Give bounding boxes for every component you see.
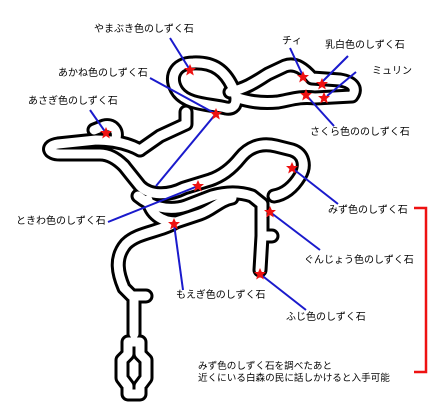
star-icon[interactable] [300, 89, 312, 101]
pointer-nyuhaku [321, 55, 349, 83]
label-nyuhaku: 乳白色のしずく石 [325, 40, 405, 51]
pointer-yamabuki [169, 37, 191, 71]
star-icon[interactable] [184, 64, 196, 76]
note-text: みず色のしずく石を調べたあと 近くにいる白森の民に話しかけると入手可能 [198, 361, 390, 385]
star-icon[interactable] [318, 92, 330, 104]
pointer-asagi [89, 109, 107, 134]
label-akane: あかね色のしずく石 [58, 68, 148, 79]
star-icon[interactable] [316, 78, 328, 90]
pointer-mizu [291, 167, 339, 205]
pointer-fuji [259, 273, 307, 311]
corridor-walls [42, 55, 362, 402]
pointer-tokiwa [107, 185, 199, 223]
pointer-sakura [305, 94, 335, 127]
label-chii: チィ [282, 36, 302, 47]
note-bracket [414, 206, 428, 374]
note-line-2: 近くにいる白森の民に話しかけると入手可能 [198, 373, 390, 384]
pointer-lines [89, 37, 357, 311]
pointer-gunjou [269, 211, 321, 251]
star-icon[interactable] [100, 127, 112, 139]
star-icon[interactable] [210, 108, 222, 120]
pointer-akane [149, 77, 217, 115]
star-icon[interactable] [254, 268, 266, 280]
label-moegi: もえぎ色のしずく石 [176, 290, 266, 301]
label-fuji: ふじ色のしずく石 [286, 312, 366, 323]
note-line-1: みず色のしずく石を調べたあと [198, 361, 333, 372]
star-icon[interactable] [192, 180, 204, 192]
star-icon[interactable] [168, 218, 180, 230]
pointer-myurin [326, 71, 357, 97]
star-icon[interactable] [297, 71, 309, 83]
star-icon[interactable] [264, 206, 276, 218]
label-asagi: あさぎ色のしずく石 [28, 96, 118, 107]
markers [100, 64, 330, 280]
label-gunjou: ぐんじょう色のしずく石 [304, 255, 414, 266]
label-tokiwa: ときわ色のしずく石 [16, 216, 106, 227]
star-icon[interactable] [286, 162, 298, 174]
label-yamabuki: やまぶき色のしずく石 [94, 24, 194, 35]
label-mizu: みず色のしずく石 [328, 205, 408, 216]
pointer-moegi [173, 223, 184, 291]
pointer-akane-tokiwa [155, 115, 215, 187]
label-sakura: さくら色ののしずく石 [310, 127, 410, 138]
pointer-chii [289, 47, 304, 77]
label-myurin: ミュリン [372, 66, 412, 77]
